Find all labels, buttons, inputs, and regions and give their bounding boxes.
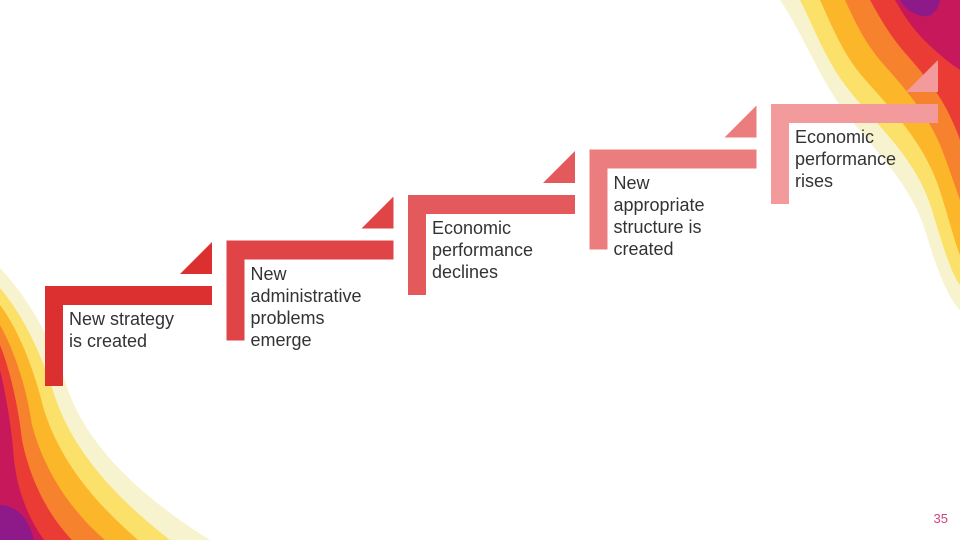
step-4 xyxy=(589,105,757,250)
step-label-line: rises xyxy=(795,171,834,191)
step-5 xyxy=(771,60,938,204)
step-arrow xyxy=(361,196,394,229)
top-right-waves xyxy=(780,0,960,310)
step-1 xyxy=(45,242,212,386)
step-label-line: problems xyxy=(250,307,325,328)
step-label-line: Economic xyxy=(795,127,875,147)
step-label-line: created xyxy=(613,238,674,259)
step-label-line: is created xyxy=(69,331,148,351)
step-post xyxy=(408,195,426,295)
step-label-line: New strategy xyxy=(69,309,175,329)
step-post xyxy=(45,286,63,386)
step-bar xyxy=(45,286,212,305)
step-2 xyxy=(226,196,394,341)
step-label-line: New xyxy=(250,263,287,284)
step-label-line: appropriate xyxy=(613,194,705,215)
step-label-line: Economic xyxy=(432,218,512,238)
step-bar xyxy=(226,240,394,260)
step-arrow xyxy=(906,60,938,92)
page-number: 35 xyxy=(933,511,948,526)
step-post xyxy=(226,240,245,341)
step-label-line: administrative xyxy=(250,285,362,306)
step-post xyxy=(771,104,789,204)
step-label-line: declines xyxy=(432,262,499,282)
step-bar xyxy=(589,149,757,169)
step-bar xyxy=(408,195,575,214)
step-label-line: performance xyxy=(795,149,897,169)
step-label-line: emerge xyxy=(250,329,312,350)
bottom-left-waves xyxy=(0,268,210,540)
step-3 xyxy=(408,151,575,295)
step-label-line: structure is xyxy=(613,216,702,237)
step-arrow xyxy=(724,105,757,138)
step-arrow xyxy=(180,242,212,274)
step-arrow xyxy=(543,151,575,183)
step-label-line: performance xyxy=(432,240,534,260)
step-label-line: New xyxy=(613,172,650,193)
step-bar xyxy=(771,104,938,123)
step-post xyxy=(589,149,608,250)
